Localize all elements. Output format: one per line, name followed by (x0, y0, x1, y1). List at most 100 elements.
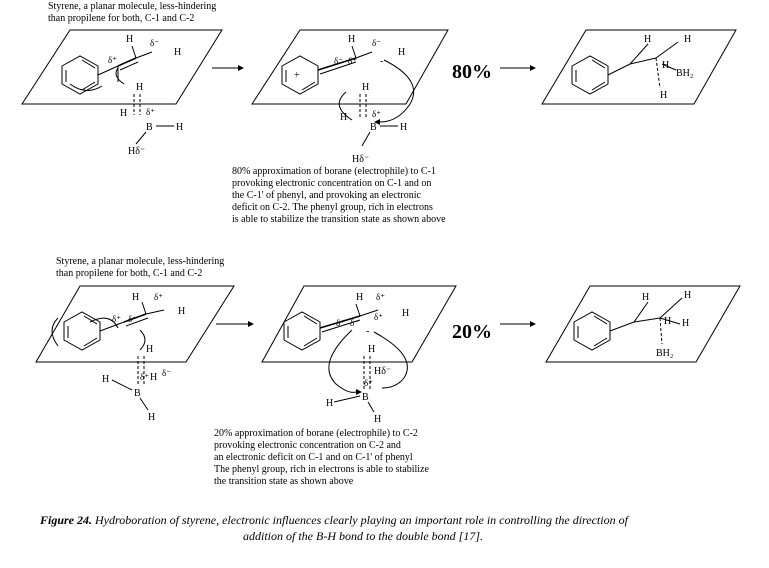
figure-caption-line-2: addition of the B-H bond to the double b… (243, 529, 483, 543)
electron-flow-arrow (379, 59, 415, 123)
top-panel-2-transition-state: + H δ⁻ H δ⁻ δ⁺ - H H δ⁺ B H Hδ⁻ (251, 29, 449, 165)
electron-flow-arrow (69, 83, 103, 91)
svg-text:δ⁺: δ⁺ (108, 55, 117, 65)
electron-flow-arrow (328, 329, 357, 393)
svg-text:δ⁻: δ⁻ (334, 56, 343, 66)
svg-text:H: H (174, 47, 181, 58)
svg-text:H: H (644, 34, 651, 45)
svg-text:-: - (366, 326, 369, 337)
figure-label: Figure 24. (39, 513, 92, 527)
bottom-intro-line-2: than propilene for both, C-1 and C-2 (56, 268, 202, 279)
svg-text:20% approximation of borane (e: 20% approximation of borane (electrophil… (214, 428, 418, 439)
phenyl-ring (281, 55, 319, 95)
molecular-plane (541, 29, 737, 105)
svg-text:δ⁻: δ⁻ (372, 38, 381, 48)
svg-text:δ⁺: δ⁺ (372, 109, 381, 119)
top-panel-1-reactant: H δ⁻ H δ⁺ H δ⁺ H B H Hδ⁻ (21, 29, 223, 157)
svg-text:δ⁺: δ⁺ (146, 107, 155, 117)
svg-text:H: H (662, 60, 669, 71)
svg-text:H: H (368, 344, 375, 355)
svg-text:δ⁺: δ⁺ (348, 56, 357, 66)
svg-text:B: B (362, 392, 369, 403)
molecular-plane (261, 285, 457, 363)
svg-text:H: H (374, 414, 381, 425)
svg-text:H: H (126, 34, 133, 45)
top-intro-line-1: Styrene, a planar molecule, less-hinderi… (48, 1, 216, 12)
svg-text:δ⁻: δ⁻ (128, 314, 137, 324)
svg-text:+: + (294, 70, 300, 81)
c1-c2-double-bond (117, 57, 137, 67)
svg-text:δ⁻: δ⁻ (162, 368, 171, 378)
svg-text:H: H (400, 122, 407, 133)
svg-text:deficit on C-2. The phenyl gro: deficit on C-2. The phenyl group, rich i… (232, 202, 433, 213)
bottom-panel-3-product: H H H H BH₂ (545, 285, 741, 363)
svg-text:BH₂: BH₂ (676, 68, 693, 79)
svg-text:BH₂: BH₂ (656, 348, 673, 359)
phenyl-ring (63, 311, 101, 351)
molecular-plane (545, 285, 741, 363)
svg-text:H: H (326, 398, 333, 409)
svg-text:δ⁻: δ⁻ (350, 318, 359, 328)
figure-caption-line-1: Figure 24. Hydroboration of styrene, ele… (39, 513, 630, 527)
svg-text:H: H (136, 82, 143, 93)
svg-text:δ⁻: δ⁻ (150, 38, 159, 48)
svg-text:an electronic deficit on C-1 a: an electronic deficit on C-1 and on C-1'… (214, 452, 413, 463)
svg-text:H: H (150, 372, 157, 383)
svg-text:-: - (380, 56, 383, 67)
svg-text:H: H (146, 344, 153, 355)
svg-text:δ⁺: δ⁺ (112, 314, 121, 324)
svg-text:H: H (642, 292, 649, 303)
svg-text:H: H (664, 316, 671, 327)
bottom-panel-2-transition-state: H δ⁺ H δ⁺ δ⁻ δ⁺ - H Hδ⁻ δ⁺ B H H (261, 285, 457, 425)
svg-text:H: H (356, 292, 363, 303)
svg-text:the C-1' of phenyl, and provok: the C-1' of phenyl, and provoking an ele… (232, 190, 422, 201)
svg-text:H: H (660, 90, 667, 101)
svg-text:Hδ⁻: Hδ⁻ (352, 154, 369, 165)
phenyl-ring (573, 311, 611, 351)
svg-text:H: H (684, 290, 691, 301)
molecular-plane (251, 29, 449, 105)
phenyl-ring (571, 55, 609, 95)
svg-text:H: H (402, 308, 409, 319)
svg-text:H: H (178, 306, 185, 317)
svg-text:H: H (120, 108, 127, 119)
svg-text:Hδ⁻: Hδ⁻ (374, 366, 391, 377)
svg-text:B: B (134, 388, 141, 399)
svg-text:δ⁺: δ⁺ (374, 312, 383, 322)
svg-text:H: H (398, 47, 405, 58)
svg-text:δ⁺: δ⁺ (140, 372, 149, 382)
svg-text:80% approximation of borane (e: 80% approximation of borane (electrophil… (232, 166, 436, 177)
molecular-plane (35, 285, 235, 363)
svg-text:Hδ⁻: Hδ⁻ (128, 146, 145, 157)
bottom-note: 20% approximation of borane (electrophil… (214, 428, 429, 487)
bottom-panel-1-reactant: H δ⁺ H δ⁺ δ⁻ H H δ⁻ δ⁺ H B H (35, 285, 235, 423)
svg-text:δ⁺: δ⁺ (154, 292, 163, 302)
svg-text:The phenyl group, rich in elec: The phenyl group, rich in electrons is a… (214, 464, 429, 475)
svg-text:provoking electronic concentra: provoking electronic concentration on C-… (232, 178, 431, 189)
bottom-percent: 20% (452, 321, 492, 343)
svg-text:H: H (362, 82, 369, 93)
top-note: 80% approximation of borane (electrophil… (232, 166, 446, 225)
molecular-plane (21, 29, 223, 105)
c1-bond (97, 65, 119, 76)
svg-text:H: H (340, 112, 347, 123)
top-intro-line-2: than propilene for both, C-1 and C-2 (48, 13, 194, 24)
top-panel-3-product: H H H BH₂ H (541, 29, 737, 105)
svg-text:B: B (146, 122, 153, 133)
svg-text:H: H (102, 374, 109, 385)
phenyl-ring (61, 55, 99, 95)
electron-flow-arrow (51, 317, 59, 347)
top-percent: 80% (452, 61, 492, 83)
svg-text:provoking electronic concentra: provoking electronic concentration on C-… (214, 440, 401, 451)
svg-text:H: H (682, 318, 689, 329)
svg-text:H: H (176, 122, 183, 133)
svg-text:δ⁺: δ⁺ (376, 292, 385, 302)
svg-text:H: H (684, 34, 691, 45)
svg-text:the transition state as shown: the transition state as shown above (214, 476, 354, 487)
svg-text:B: B (370, 122, 377, 133)
bottom-intro-line-1: Styrene, a planar molecule, less-hinderi… (56, 256, 224, 267)
svg-text:H: H (348, 34, 355, 45)
svg-text:δ⁺: δ⁺ (364, 378, 373, 388)
svg-text:is able to stabilize the trans: is able to stabilize the transition stat… (232, 214, 446, 225)
